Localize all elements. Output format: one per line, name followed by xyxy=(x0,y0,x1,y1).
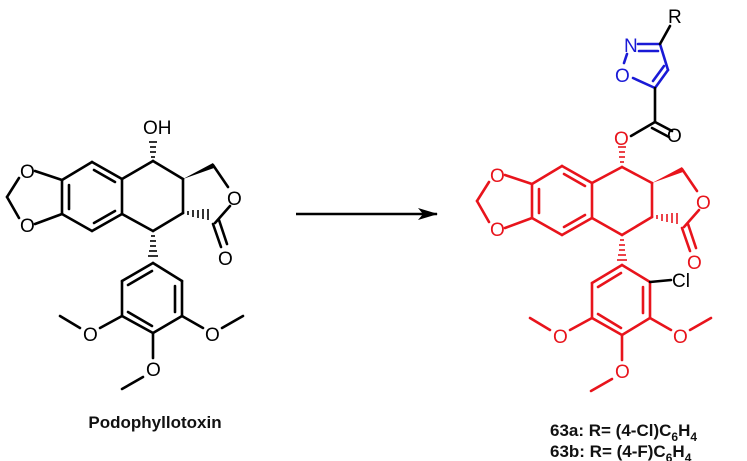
oxygen-label: O xyxy=(218,249,233,270)
oxygen-label: O xyxy=(696,193,711,214)
oxygen-label: O xyxy=(83,325,98,346)
chloro-trimethoxyphenyl-ring xyxy=(528,263,713,393)
oxygen-label: O xyxy=(146,360,161,381)
aromatic-ring-a xyxy=(530,164,594,237)
hashed-bonds xyxy=(617,146,678,261)
oxygen-label: O xyxy=(615,362,630,383)
oxygen-label: O xyxy=(553,327,568,348)
ester-linker xyxy=(629,24,674,139)
trimethoxyphenyl-ring xyxy=(58,261,245,391)
oxygen-label: O xyxy=(490,220,505,241)
methylenedioxy-ring xyxy=(475,173,534,230)
ring-c xyxy=(120,159,185,233)
product-structure: R N O O O O O O O Cl O O O xyxy=(475,7,713,393)
oxygen-label: O xyxy=(227,189,242,210)
oxygen-label: O xyxy=(205,325,220,346)
podophyllotoxin-structure: OH O O O O O O O xyxy=(5,118,245,391)
chlorine-label: Cl xyxy=(672,271,690,292)
lactone-ring xyxy=(680,167,701,253)
hydroxyl-label: OH xyxy=(143,118,172,139)
oxygen-label: O xyxy=(673,327,688,348)
methylenedioxy-ring xyxy=(5,169,64,226)
oxygen-label: O xyxy=(687,253,702,274)
lactone-ring xyxy=(211,163,232,249)
oxygen-label: O xyxy=(614,129,629,150)
r-group-label: R xyxy=(668,7,682,28)
aromatic-ring-a xyxy=(60,160,124,233)
oxygen-label: O xyxy=(490,166,505,187)
ring-c xyxy=(590,165,654,237)
wedge-bond xyxy=(183,163,214,179)
compound-name-podophyllotoxin: Podophyllotoxin xyxy=(88,413,221,432)
hashed-bonds xyxy=(148,141,209,257)
oxygen-label: O xyxy=(667,126,682,147)
nitrogen-label: N xyxy=(624,36,638,57)
wedge-bond xyxy=(652,167,683,183)
oxygen-label: O xyxy=(20,216,35,237)
oxygen-label: O xyxy=(615,66,630,87)
isoxazole-ring xyxy=(622,42,670,90)
compound-legend-63b: 63b: R= (4-F)C6H4 xyxy=(550,442,692,461)
compound-legend-63a: 63a: R= (4-Cl)C6H4 xyxy=(550,421,697,444)
chloro-bond xyxy=(648,278,673,284)
oxygen-label: O xyxy=(20,162,35,183)
